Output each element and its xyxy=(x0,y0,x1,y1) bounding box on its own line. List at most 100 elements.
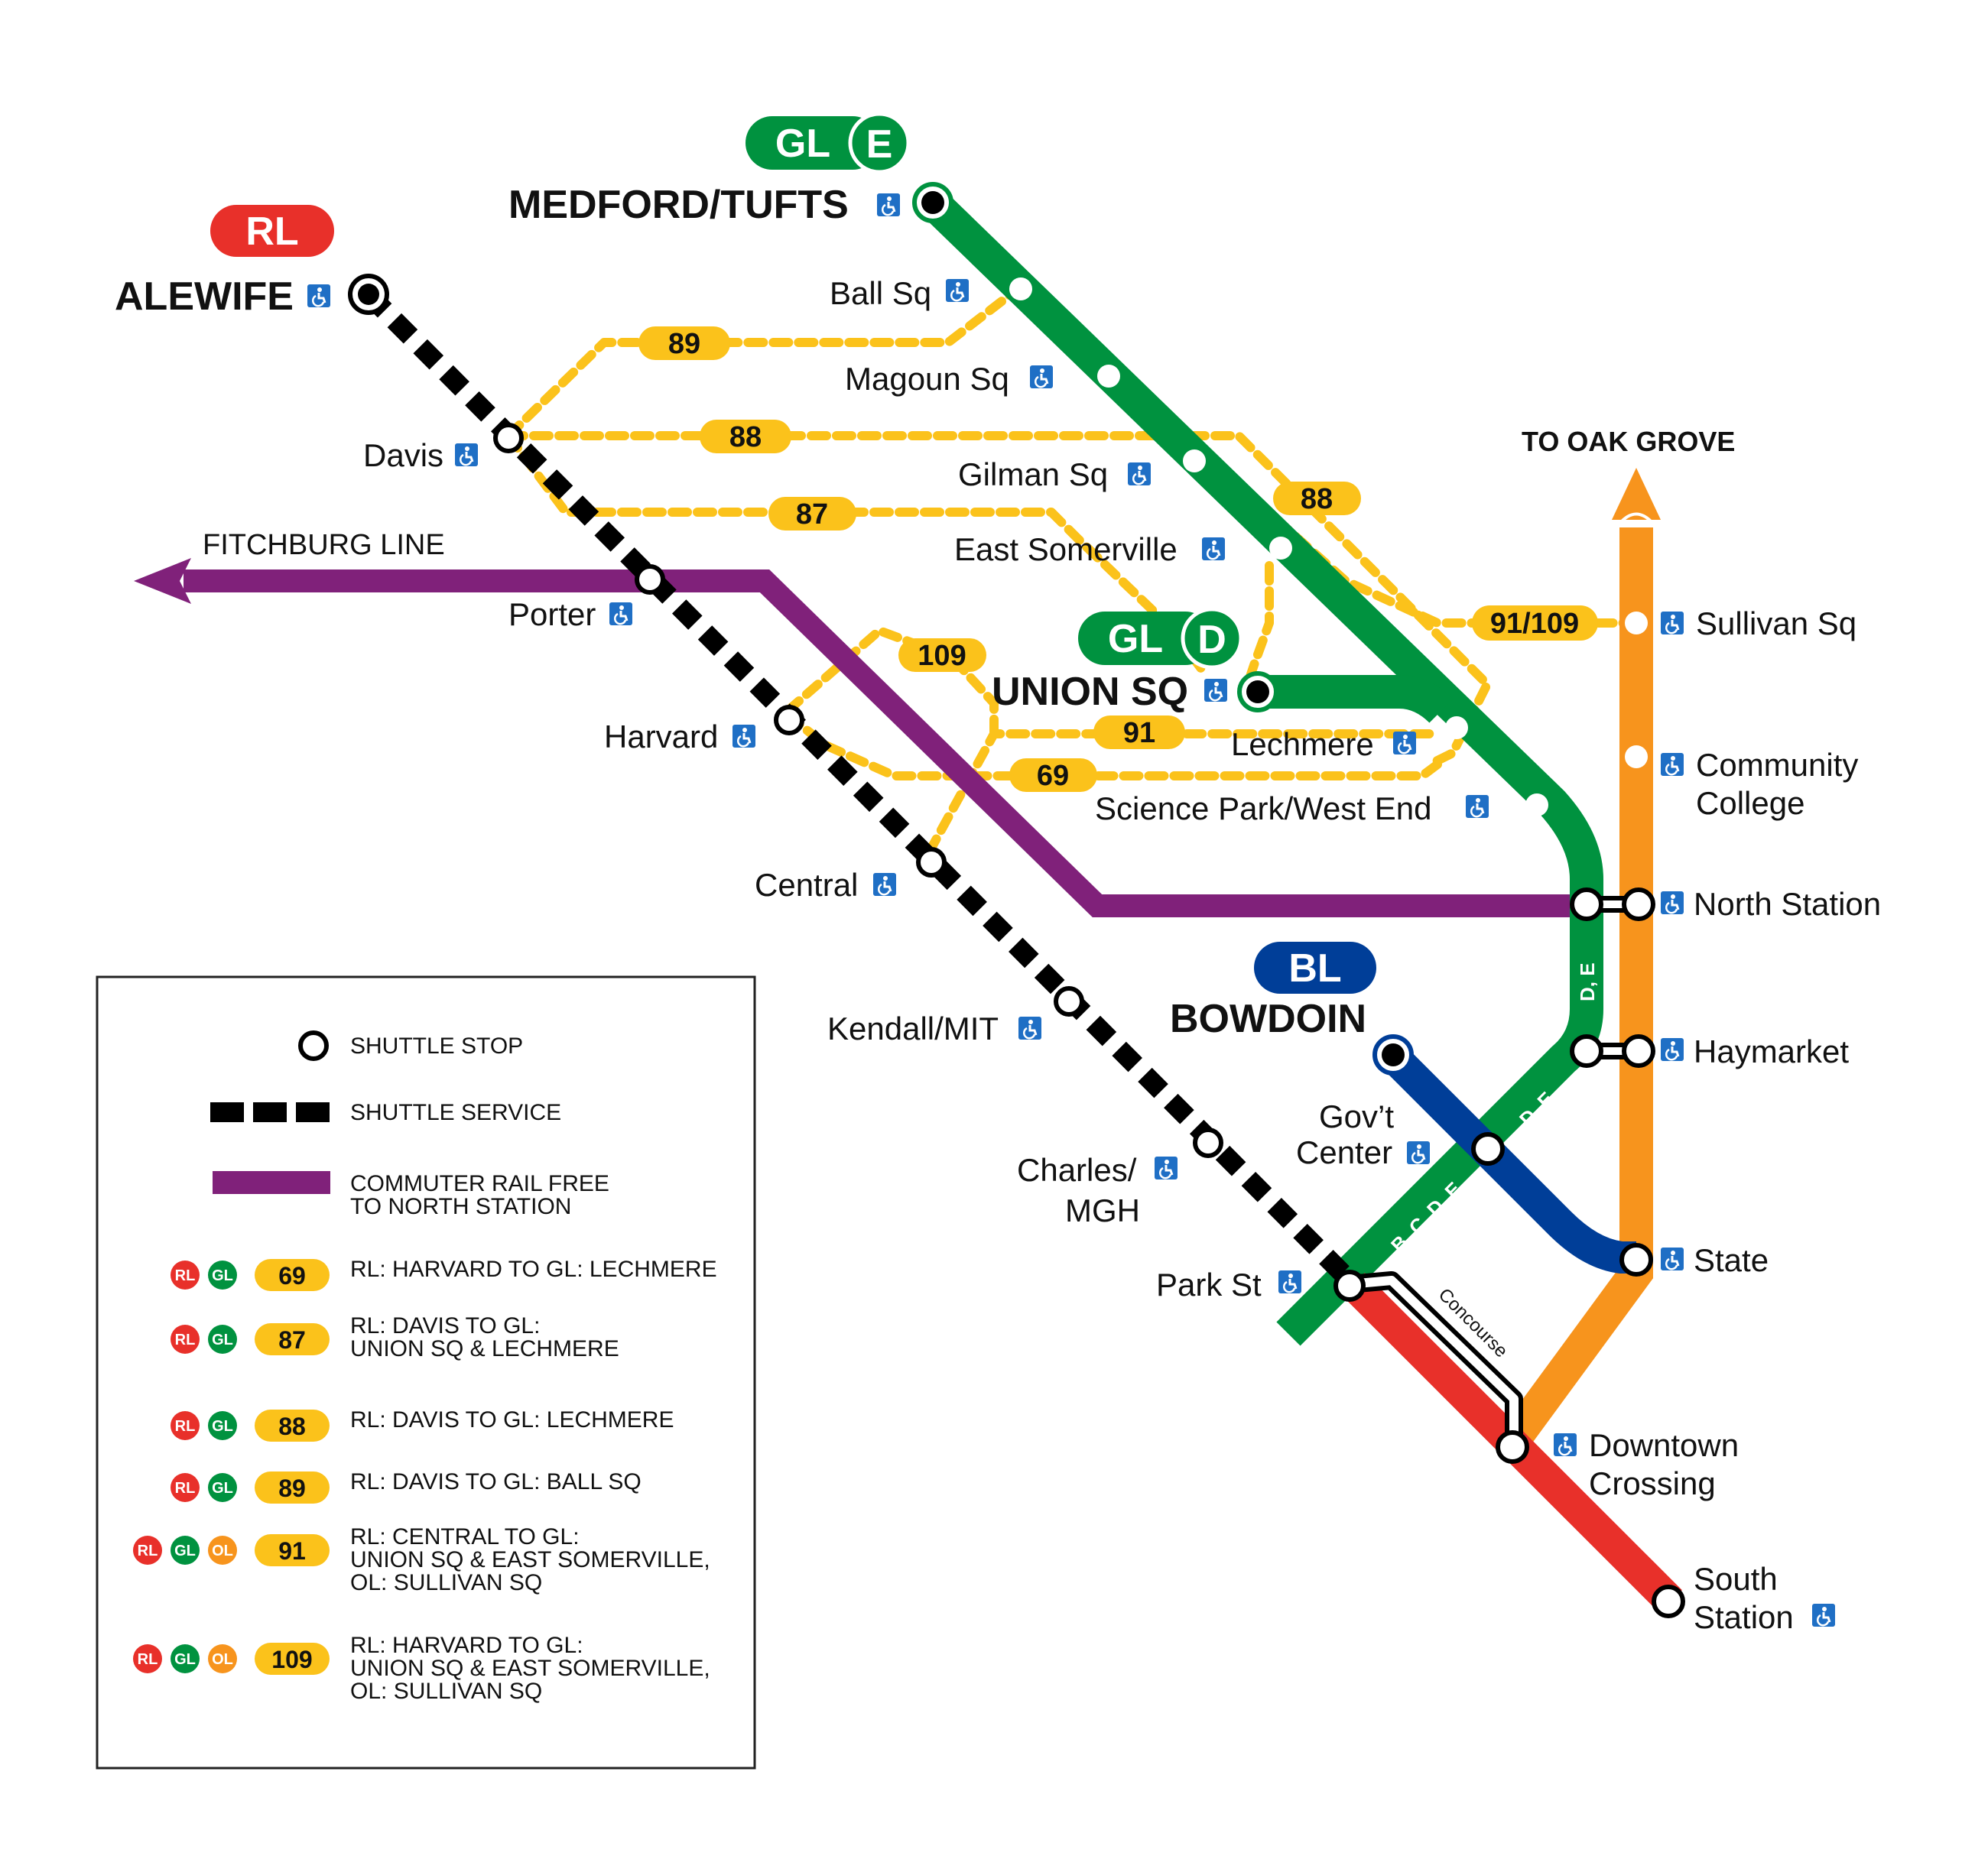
station-lechmere: Lechmere xyxy=(1231,726,1374,762)
legend-badge-gl xyxy=(208,1411,237,1440)
legend-shuttle-stop-symbol xyxy=(298,1030,329,1061)
legend-badge-rl xyxy=(171,1261,200,1290)
svg-text:89: 89 xyxy=(668,328,700,360)
svg-text:RL: RL xyxy=(175,1480,196,1497)
station-charles-2: MGH xyxy=(1065,1192,1140,1228)
station-labels: Davis Porter Harvard Central Kendall/MIT… xyxy=(363,275,1881,1635)
legend-route-text: RL: DAVIS TO GL: BALL SQ xyxy=(350,1469,642,1494)
svg-text:E: E xyxy=(866,122,893,167)
legend-badge-rl xyxy=(133,1644,162,1673)
bus-badge-109: 109 xyxy=(898,638,986,672)
svg-text:GL: GL xyxy=(1108,617,1163,661)
svg-text:88: 88 xyxy=(1301,483,1333,515)
terminal-medford: MEDFORD/TUFTS xyxy=(508,183,849,227)
legend-route-109: RL GL OL 109 RL: HARVARD TO GL:UNION SQ & EA… xyxy=(133,1633,710,1704)
station-kendall: Kendall/MIT xyxy=(827,1011,999,1046)
station-davis: Davis xyxy=(363,437,443,473)
svg-text:88: 88 xyxy=(729,421,762,453)
badge-rl: RL xyxy=(210,205,334,257)
terminal-union: UNION SQ xyxy=(992,670,1188,714)
station-charles: Charles/ xyxy=(1017,1152,1137,1188)
svg-text:GL: GL xyxy=(174,1651,196,1668)
station-ball: Ball Sq xyxy=(830,275,931,311)
svg-text:87: 87 xyxy=(278,1326,306,1354)
svg-text:GL: GL xyxy=(212,1418,233,1435)
svg-text:OL: OL xyxy=(212,1543,233,1559)
bus-route-badges: 89 88 88 87 109 91 69 91/109 xyxy=(638,326,1598,792)
svg-text:GL: GL xyxy=(212,1332,233,1348)
legend-bus-pill xyxy=(255,1643,330,1675)
station-community: Community xyxy=(1696,747,1858,783)
svg-text:RL: RL xyxy=(138,1651,158,1668)
legend-badge-rl xyxy=(171,1325,200,1354)
legend-shuttle-service: SHUTTLE SERVICE xyxy=(350,1100,561,1125)
svg-text:BL: BL xyxy=(1288,946,1341,991)
station-central: Central xyxy=(755,867,858,903)
svg-text:109: 109 xyxy=(918,640,966,672)
svg-text:RL: RL xyxy=(245,209,298,254)
station-east-somerville: East Somerville xyxy=(954,531,1178,567)
station-haymarket: Haymarket xyxy=(1694,1033,1849,1069)
bus-route-91-109-path xyxy=(1242,561,1274,693)
legend-route-text: RL: DAVIS TO GL: xyxy=(350,1313,540,1338)
station-south: South xyxy=(1694,1561,1778,1597)
legend-bus-pill xyxy=(255,1534,330,1566)
svg-text:GL: GL xyxy=(212,1267,233,1284)
legend-bus-pill xyxy=(255,1471,330,1504)
bus-badge-69: 69 xyxy=(1009,758,1097,792)
shuttle-service-line xyxy=(361,287,1361,1292)
terminal-alewife: ALEWIFE xyxy=(115,274,294,319)
shuttle-stops xyxy=(493,423,1685,1618)
bus-badge-91: 91 xyxy=(1093,715,1185,749)
svg-text:69: 69 xyxy=(1037,760,1069,792)
svg-text:OL: OL xyxy=(212,1651,233,1668)
legend-route-text: RL: HARVARD TO GL: xyxy=(350,1633,583,1658)
legend-commuter-rail-2: TO NORTH STATION xyxy=(350,1194,571,1219)
station-state: State xyxy=(1694,1242,1769,1278)
legend-route-text: UNION SQ & EAST SOMERVILLE, xyxy=(350,1656,710,1681)
badge-gl-d: GL D xyxy=(1078,607,1243,670)
station-gilman: Gilman Sq xyxy=(958,456,1108,492)
legend-route-text: OL: SULLIVAN SQ xyxy=(350,1679,542,1704)
svg-text:89: 89 xyxy=(278,1475,306,1502)
legend-bus-pill xyxy=(255,1259,330,1291)
legend-badge-gl xyxy=(208,1261,237,1290)
legend-route-text: RL: CENTRAL TO GL: xyxy=(350,1524,580,1549)
bus-badge-91-109: 91/109 xyxy=(1472,605,1598,641)
legend-badge-ol xyxy=(208,1536,237,1565)
legend-badge-rl xyxy=(171,1473,200,1502)
blue-line xyxy=(1380,1043,1636,1274)
svg-text:GL: GL xyxy=(212,1480,233,1497)
svg-text:GL: GL xyxy=(174,1543,196,1559)
station-downtown-2: Crossing xyxy=(1589,1465,1716,1501)
bus-route-89-path xyxy=(504,282,1025,440)
legend-badge-gl xyxy=(171,1644,200,1673)
station-govt: Gov’t xyxy=(1319,1098,1394,1134)
svg-text:D: D xyxy=(1197,618,1226,662)
fitchburg-line-label: FITCHBURG LINE xyxy=(203,529,445,561)
svg-text:91: 91 xyxy=(1123,717,1155,749)
station-park: Park St xyxy=(1156,1267,1262,1303)
badge-gl-e: GL E xyxy=(746,112,911,174)
station-north-station: North Station xyxy=(1694,886,1881,922)
terminal-bowdoin: BOWDOIN xyxy=(1170,997,1366,1041)
station-south-2: Station xyxy=(1694,1599,1794,1635)
commuter-rail xyxy=(134,558,1587,917)
station-sullivan: Sullivan Sq xyxy=(1696,605,1856,641)
legend-commuter-rail: COMMUTER RAIL FREE xyxy=(350,1171,609,1196)
svg-text:RL: RL xyxy=(138,1543,158,1559)
bus-route-88-path xyxy=(504,431,1492,769)
svg-text:RL: RL xyxy=(175,1332,196,1348)
svg-text:109: 109 xyxy=(271,1646,312,1673)
bus-badge-89: 89 xyxy=(638,326,730,360)
station-harvard: Harvard xyxy=(604,719,718,754)
legend-route-89: RL GL 89 RL: DAVIS TO GL: BALL SQ xyxy=(171,1469,642,1504)
station-porter: Porter xyxy=(508,596,596,632)
legend-route-text: RL: HARVARD TO GL: LECHMERE xyxy=(350,1257,717,1282)
bus-badge-88: 88 xyxy=(1273,482,1361,515)
fitchburg-arrow xyxy=(134,558,191,604)
